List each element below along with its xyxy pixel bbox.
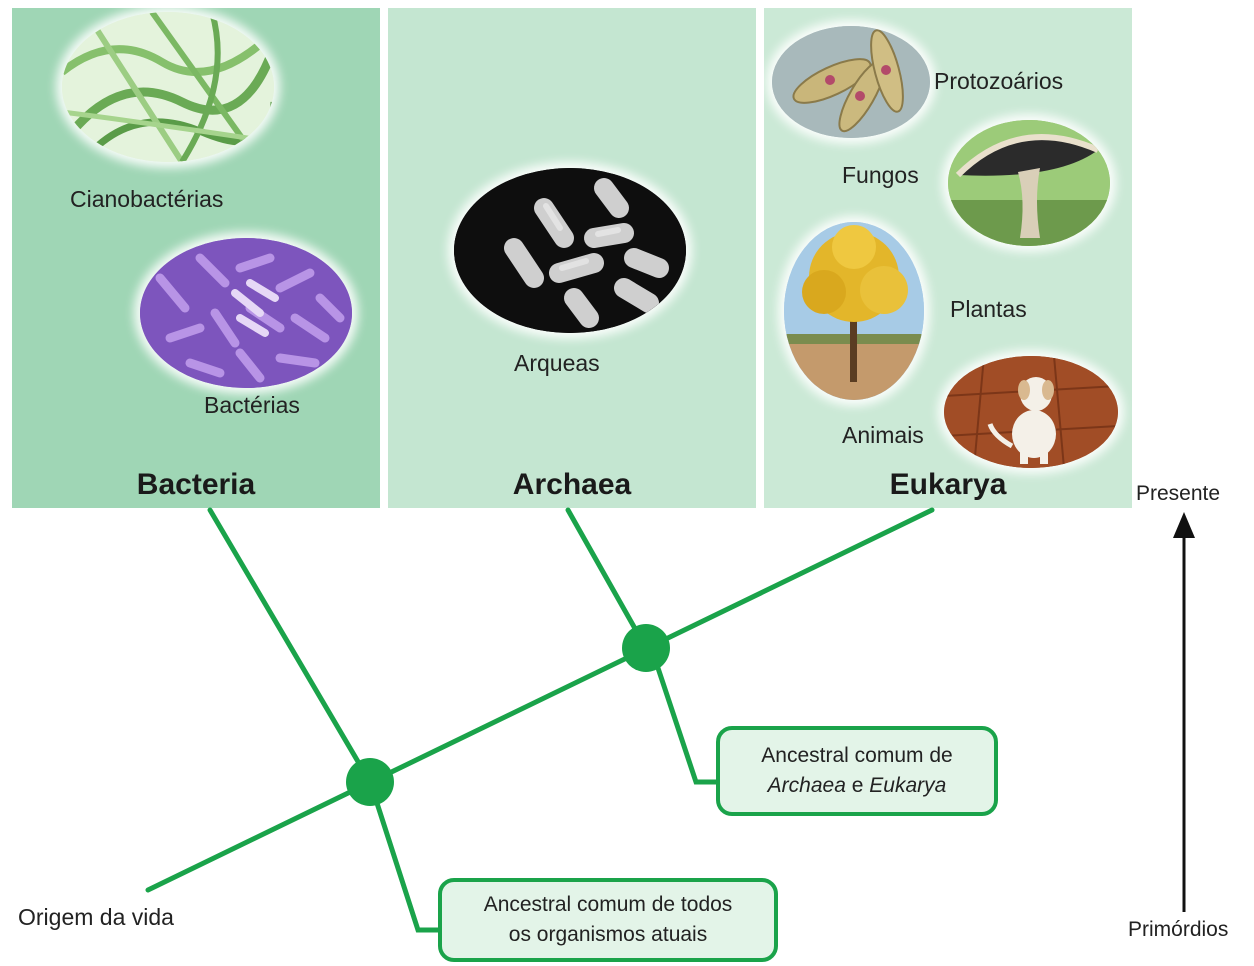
callout-eukarya-name: Eukarya <box>869 774 946 797</box>
bacteria-panel: Cianobactérias Bactérias Bacteria <box>12 8 380 508</box>
callout-archaea-name: Archaea <box>768 774 846 797</box>
callout-archaea-eukarya-ancestor: Ancestral comum de Archaea e Eukarya <box>716 726 998 816</box>
archaea-panel: Arqueas Archaea <box>388 8 756 508</box>
protozoa-label: Protozoários <box>934 68 1063 95</box>
time-axis-bottom-label: Primórdios <box>1128 918 1228 942</box>
callout-pointer-all <box>376 800 440 930</box>
eukarya-domain-title: Eukarya <box>764 468 1132 502</box>
node-all-organisms <box>346 758 394 806</box>
time-axis <box>1173 512 1195 912</box>
callout-conjunction: e <box>852 774 864 797</box>
plants-image <box>784 222 924 400</box>
animals-image <box>944 356 1118 468</box>
callout-archaea-eukarya-line1: Ancestral comum de <box>720 741 994 771</box>
origin-of-life-label: Origem da vida <box>18 904 174 931</box>
callout-all-line1: Ancestral comum de todos <box>442 890 774 920</box>
fungi-label: Fungos <box>842 162 919 189</box>
cyanobacteria-image <box>62 12 274 162</box>
fungi-image <box>948 120 1110 246</box>
archaea-group-label: Arqueas <box>514 350 600 377</box>
cyanobacteria-label: Cianobactérias <box>70 186 223 213</box>
trunk-line <box>148 510 932 890</box>
archaea-domain-title: Archaea <box>388 468 756 502</box>
callout-all-line2: os organismos atuais <box>442 920 774 950</box>
callout-pointer-archaea-eukarya <box>656 662 718 782</box>
bacteria-image <box>140 238 352 388</box>
animals-label: Animais <box>842 422 924 449</box>
bacteria-group-label: Bactérias <box>204 392 300 419</box>
callout-all-organisms-ancestor: Ancestral comum de todos os organismos a… <box>438 878 778 962</box>
bacteria-branch <box>210 510 370 782</box>
archaea-branch <box>568 510 646 648</box>
eukarya-panel: Protozoários Fungos Plantas <box>764 8 1132 508</box>
node-archaea-eukarya <box>622 624 670 672</box>
time-axis-top-label: Presente <box>1136 482 1220 506</box>
protozoa-image <box>772 26 930 138</box>
plants-label: Plantas <box>950 296 1027 323</box>
archaea-image <box>454 168 686 333</box>
bacteria-domain-title: Bacteria <box>12 468 380 502</box>
